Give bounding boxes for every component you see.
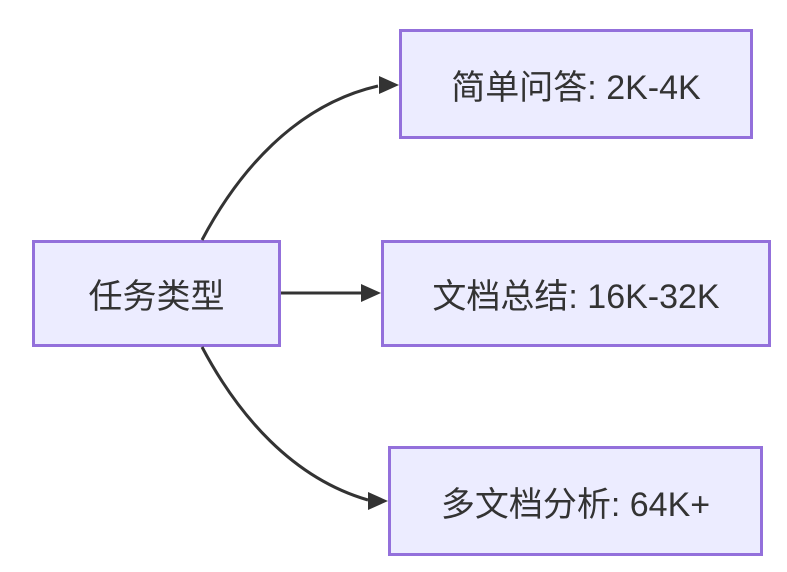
- arrowhead-simple-qa-icon: [379, 76, 399, 94]
- node-multi-doc-analysis-label: 多文档分析: 64K+: [440, 485, 711, 524]
- node-doc-summary: 文档总结: 16K-32K: [381, 240, 771, 347]
- edge-task-type-to-simple-qa: [200, 84, 379, 241]
- node-simple-qa: 简单问答: 2K-4K: [399, 29, 753, 139]
- node-doc-summary-label: 文档总结: 16K-32K: [432, 278, 720, 316]
- node-simple-qa-label: 简单问答: 2K-4K: [451, 68, 701, 107]
- edge-task-type-to-multi-doc-analysis: [200, 346, 369, 502]
- arrowhead-multi-doc-analysis-icon: [368, 492, 388, 510]
- node-multi-doc-analysis: 多文档分析: 64K+: [388, 446, 763, 556]
- arrowhead-doc-summary-icon: [361, 284, 381, 302]
- node-task-type: 任务类型: [32, 240, 281, 347]
- node-task-type-label: 任务类型: [88, 278, 225, 316]
